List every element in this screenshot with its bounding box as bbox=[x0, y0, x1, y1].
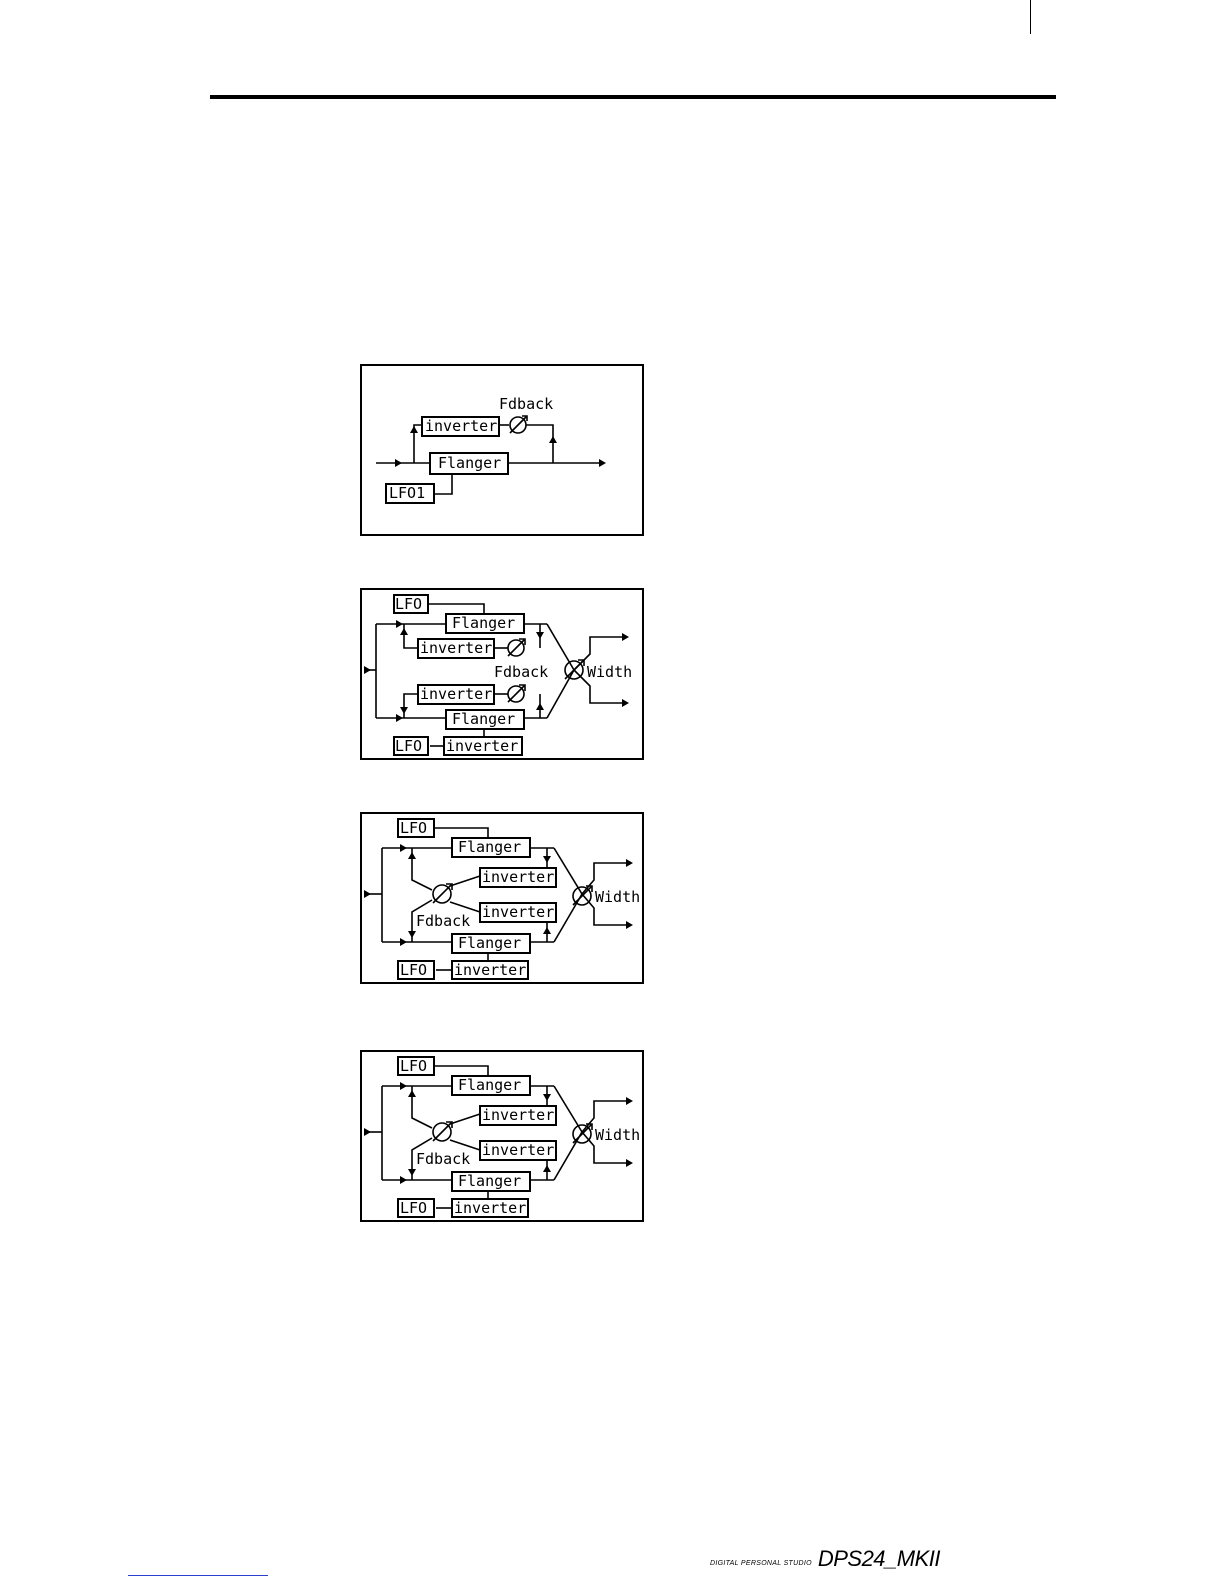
flanger-top-block: Flanger bbox=[446, 614, 524, 633]
footer-logo: DPS24_MKII bbox=[818, 1548, 940, 1570]
fdback-knob-icon bbox=[433, 884, 452, 903]
lfo-top-label: LFO bbox=[395, 595, 422, 613]
flanger-bottom-label: Flanger bbox=[458, 934, 521, 952]
flanger-top-label: Flanger bbox=[452, 614, 515, 632]
flanger-cross-diagram-a: LFO Flanger Fdback inverter inverter Wid… bbox=[360, 812, 644, 984]
lfo-bottom-label: LFO bbox=[400, 1199, 427, 1217]
flanger-cross-svg-b: LFO Flanger Fdback inverter inverter Wid… bbox=[362, 1052, 642, 1220]
flanger-top-label: Flanger bbox=[458, 838, 521, 856]
lfo-top-block: LFO bbox=[398, 1057, 434, 1075]
lfo-top-block: LFO bbox=[398, 819, 434, 837]
inverter-bottom-block: inverter bbox=[480, 1141, 556, 1160]
width-knob-icon bbox=[573, 886, 592, 905]
fdback-label: Fdback bbox=[416, 912, 470, 930]
flanger-top-block: Flanger bbox=[452, 1076, 530, 1095]
flanger-label: Flanger bbox=[438, 454, 501, 472]
flanger-bottom-block: Flanger bbox=[452, 934, 530, 953]
flanger-top-block: Flanger bbox=[452, 838, 530, 857]
inverter-top-label: inverter bbox=[482, 868, 554, 886]
footer-brand: DIGITAL PERSONAL STUDIO DPS24_MKII bbox=[710, 1540, 940, 1570]
lfo-top-block: LFO bbox=[394, 595, 428, 613]
footer-subtitle: DIGITAL PERSONAL STUDIO bbox=[710, 1560, 812, 1567]
flanger-block: Flanger bbox=[430, 453, 508, 474]
flanger-top-label: Flanger bbox=[458, 1076, 521, 1094]
lfo-top-label: LFO bbox=[400, 819, 427, 837]
flanger-bottom-block: Flanger bbox=[452, 1172, 530, 1191]
inverter-top-label: inverter bbox=[482, 1106, 554, 1124]
fdback-knob-icon bbox=[433, 1122, 452, 1141]
flanger-cross-diagram-b: LFO Flanger Fdback inverter inverter Wid… bbox=[360, 1050, 644, 1222]
flanger-stereo-svg: LFO Flanger inverter Fdback Width invert… bbox=[362, 590, 642, 758]
inverter-bottom-block: inverter bbox=[480, 903, 556, 922]
flanger-cross-svg-a: LFO Flanger Fdback inverter inverter Wid… bbox=[362, 814, 642, 982]
lfo-bottom-label: LFO bbox=[400, 961, 427, 979]
header-rule bbox=[210, 95, 1056, 99]
width-label: Width bbox=[587, 663, 632, 681]
inverter-top-block: inverter bbox=[418, 639, 494, 658]
inverter-lfo-block: inverter bbox=[452, 961, 528, 979]
lfo-top-label: LFO bbox=[400, 1057, 427, 1075]
width-label: Width bbox=[595, 888, 640, 906]
fdback-top-knob-icon bbox=[508, 639, 525, 656]
inverter-top-block: inverter bbox=[480, 1106, 556, 1125]
width-knob-icon bbox=[573, 1124, 592, 1143]
inverter-bottom-label: inverter bbox=[482, 1141, 554, 1159]
inverter-lfo-label: inverter bbox=[446, 737, 518, 755]
flanger-bottom-label: Flanger bbox=[452, 710, 515, 728]
flanger-bottom-label: Flanger bbox=[458, 1172, 521, 1190]
lfo1-label: LFO1 bbox=[389, 484, 425, 502]
inverter-bottom-label: inverter bbox=[482, 903, 554, 921]
inverter-lfo-label: inverter bbox=[454, 961, 526, 979]
inverter-block: inverter bbox=[422, 417, 499, 436]
inverter-top-label: inverter bbox=[420, 639, 492, 657]
lfo1-block: LFO1 bbox=[386, 484, 434, 503]
inverter-top-block: inverter bbox=[480, 868, 556, 887]
fdback-bottom-knob-icon bbox=[508, 685, 525, 702]
inverter-label: inverter bbox=[425, 417, 497, 435]
flanger-bottom-block: Flanger bbox=[446, 710, 524, 729]
lfo-bottom-block: LFO bbox=[398, 961, 434, 979]
inverter-lfo-label: inverter bbox=[454, 1199, 526, 1217]
fdback-knob-icon bbox=[510, 416, 527, 433]
width-knob-icon bbox=[565, 660, 584, 679]
flanger-stereo-diagram: LFO Flanger inverter Fdback Width invert… bbox=[360, 588, 644, 760]
lfo-bottom-label: LFO bbox=[395, 737, 422, 755]
inverter-bottom-label: inverter bbox=[420, 685, 492, 703]
header-vertical-line bbox=[1030, 0, 1031, 34]
fdback-label: Fdback bbox=[499, 395, 553, 413]
lfo-bottom-block: LFO bbox=[398, 1199, 434, 1217]
width-label: Width bbox=[595, 1126, 640, 1144]
inverter-lfo-block: inverter bbox=[444, 737, 522, 755]
fdback-label: Fdback bbox=[416, 1150, 470, 1168]
inverter-bottom-block: inverter bbox=[418, 685, 494, 704]
flanger-mono-svg: inverter Fdback Flanger LFO1 bbox=[362, 366, 642, 534]
fdback-label: Fdback bbox=[494, 663, 548, 681]
flanger-mono-diagram: inverter Fdback Flanger LFO1 bbox=[360, 364, 644, 536]
inverter-lfo-block: inverter bbox=[452, 1199, 528, 1217]
footer-link-underline bbox=[128, 1575, 268, 1576]
lfo-bottom-block: LFO bbox=[394, 737, 428, 755]
